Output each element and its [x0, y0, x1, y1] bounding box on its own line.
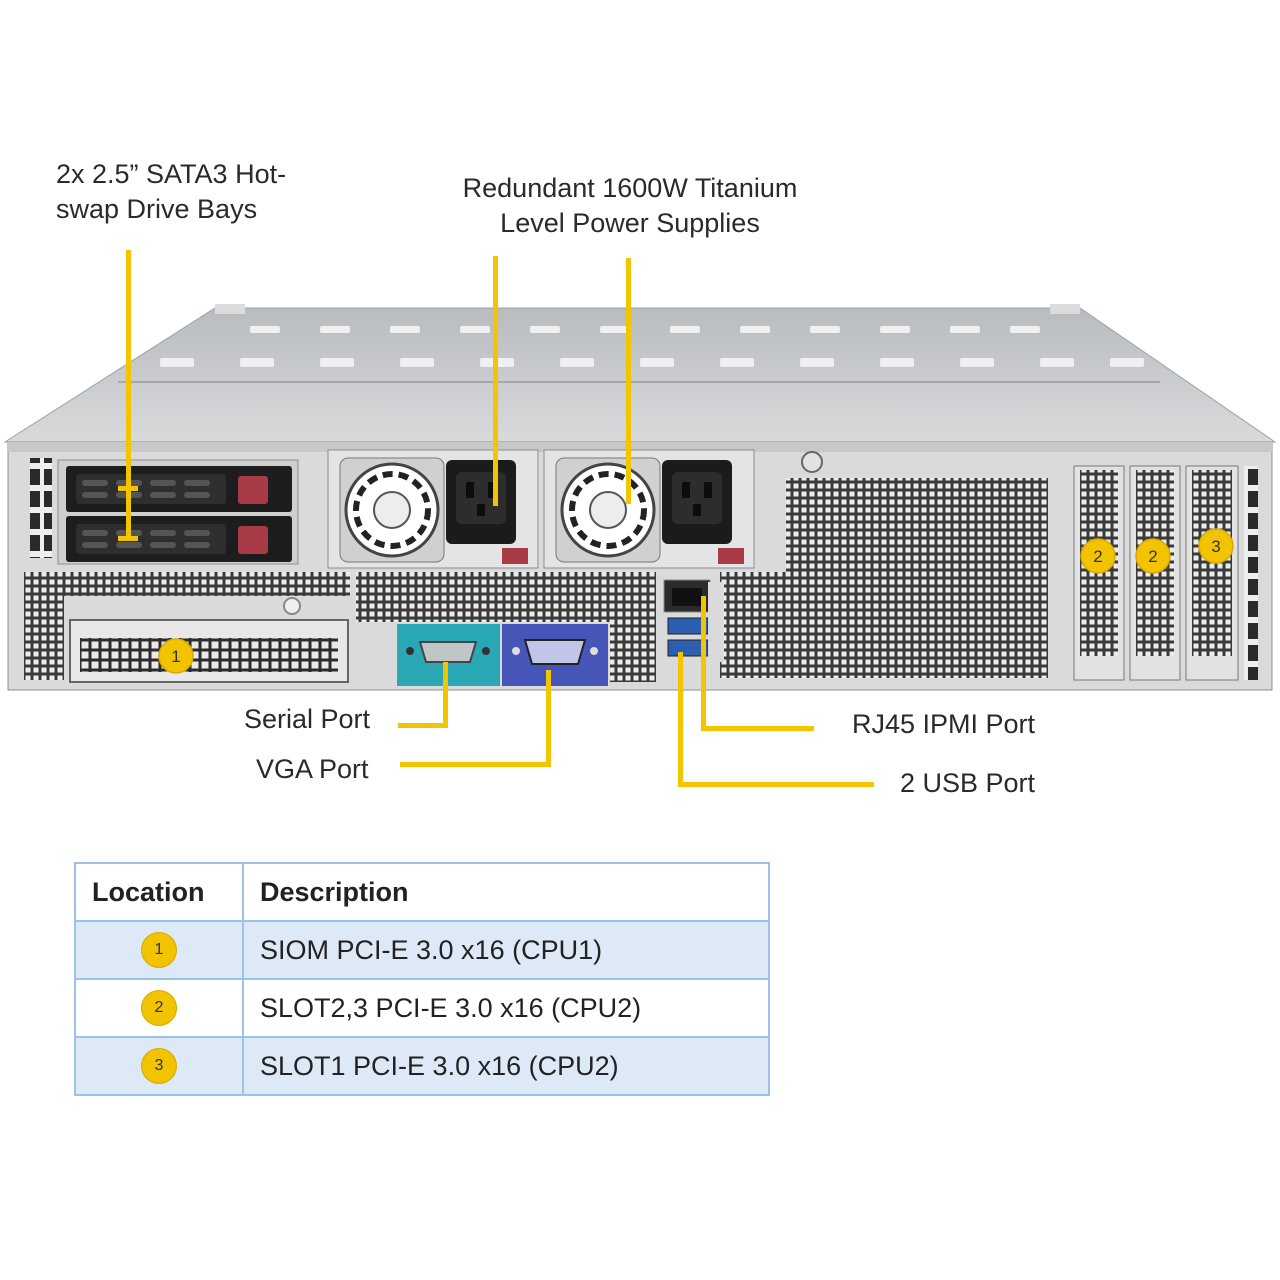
serial-leader-vertical	[443, 662, 448, 728]
table-row: 1 SIOM PCI-E 3.0 x16 (CPU1)	[74, 920, 770, 980]
psu1-power-inlet-icon	[446, 460, 516, 544]
table-header-row: Location Description	[74, 862, 770, 922]
slot-2a-badge: 2	[1080, 538, 1116, 574]
ipmi-leader-horizontal	[701, 726, 814, 731]
location-cell: 1	[74, 920, 244, 980]
lower-vent-middle	[356, 572, 656, 622]
pcie-slot-3[interactable]	[1185, 465, 1239, 681]
power-supplies-label-line2: Level Power Supplies	[500, 208, 760, 238]
psu2-power-inlet-icon	[662, 460, 732, 544]
psu1-fan-icon	[339, 457, 445, 563]
usb-leader-horizontal	[678, 782, 874, 787]
location-badge: 2	[141, 990, 177, 1026]
siom-slot[interactable]	[69, 619, 349, 683]
svg-text:3: 3	[1211, 537, 1220, 556]
right-edge-vent	[1244, 466, 1258, 680]
psu1-release-tab[interactable]	[502, 548, 528, 564]
drive-bays-leader-tick	[118, 536, 138, 541]
server-rear-view: 1 2 2 3	[3, 304, 1277, 691]
vga-leader-vertical	[546, 670, 551, 767]
drive-bays-leader-tick	[118, 486, 138, 491]
psu2-fan-icon	[555, 457, 661, 563]
drive-tray-2-latch[interactable]	[238, 526, 268, 554]
chassis-top	[3, 304, 1277, 443]
table-row: 2 SLOT2,3 PCI-E 3.0 x16 (CPU2)	[74, 978, 770, 1038]
location-table: Location Description 1 SIOM PCI-E 3.0 x1…	[74, 862, 770, 1096]
slot-2b-badge: 2	[1135, 538, 1171, 574]
location-badge: 3	[141, 1048, 177, 1084]
thumb-screw-icon	[801, 451, 823, 473]
ipmi-port-label: RJ45 IPMI Port	[852, 709, 1036, 739]
description-cell: SLOT2,3 PCI-E 3.0 x16 (CPU2)	[242, 978, 770, 1038]
psu2-release-tab[interactable]	[718, 548, 744, 564]
lower-vent-right	[720, 572, 786, 678]
serial-leader-horizontal	[398, 723, 448, 728]
drive-bays-label-line1: 2x 2.5” SATA3 Hot-	[56, 159, 287, 189]
lower-vent-middle-right	[610, 622, 656, 682]
drive-bays-label-line2: swap Drive Bays	[56, 194, 258, 224]
power-supplies-label: Redundant 1600W Titanium Level Power Sup…	[450, 171, 810, 241]
serial-port-label: Serial Port	[244, 704, 371, 734]
svg-text:2: 2	[1093, 547, 1102, 566]
svg-text:2: 2	[1148, 547, 1157, 566]
drive-tray-2[interactable]	[76, 524, 268, 554]
siom-badge: 1	[158, 638, 194, 674]
serial-port[interactable]	[397, 624, 500, 686]
drive-tray-1-latch[interactable]	[238, 476, 268, 504]
drive-bays-label: 2x 2.5” SATA3 Hot- swap Drive Bays	[56, 157, 286, 227]
power-supply-1[interactable]	[327, 449, 539, 569]
lower-vent-left	[24, 572, 350, 596]
power-supply-2[interactable]	[543, 449, 755, 569]
power-supplies-label-line1: Redundant 1600W Titanium	[462, 173, 798, 203]
left-vent	[30, 458, 52, 558]
lower-vent-left-edge	[24, 596, 64, 680]
table-row: 3 SLOT1 PCI-E 3.0 x16 (CPU2)	[74, 1036, 770, 1096]
description-header: Description	[242, 862, 770, 922]
usb-port-label: 2 USB Port	[900, 768, 1036, 798]
psu2-leader	[626, 258, 631, 504]
usb-ports[interactable]	[667, 617, 709, 657]
description-cell: SLOT1 PCI-E 3.0 x16 (CPU2)	[242, 1036, 770, 1096]
location-header: Location	[74, 862, 244, 922]
location-cell: 3	[74, 1036, 244, 1096]
location-cell: 2	[74, 978, 244, 1038]
usb-leader-vertical	[678, 652, 683, 786]
thumb-screw-icon	[283, 597, 301, 615]
location-badge: 1	[141, 932, 177, 968]
svg-text:1: 1	[171, 647, 180, 666]
ipmi-leader-vertical	[701, 596, 706, 730]
vga-port-label: VGA Port	[256, 754, 369, 784]
drive-bays-leader	[126, 250, 131, 540]
vga-leader-horizontal	[400, 762, 551, 767]
psu1-leader	[493, 256, 498, 506]
vga-port[interactable]	[502, 624, 608, 686]
description-cell: SIOM PCI-E 3.0 x16 (CPU1)	[242, 920, 770, 980]
rear-vent-mesh	[786, 478, 1048, 678]
drive-tray-1[interactable]	[76, 474, 268, 504]
slot-3-badge: 3	[1198, 528, 1234, 564]
